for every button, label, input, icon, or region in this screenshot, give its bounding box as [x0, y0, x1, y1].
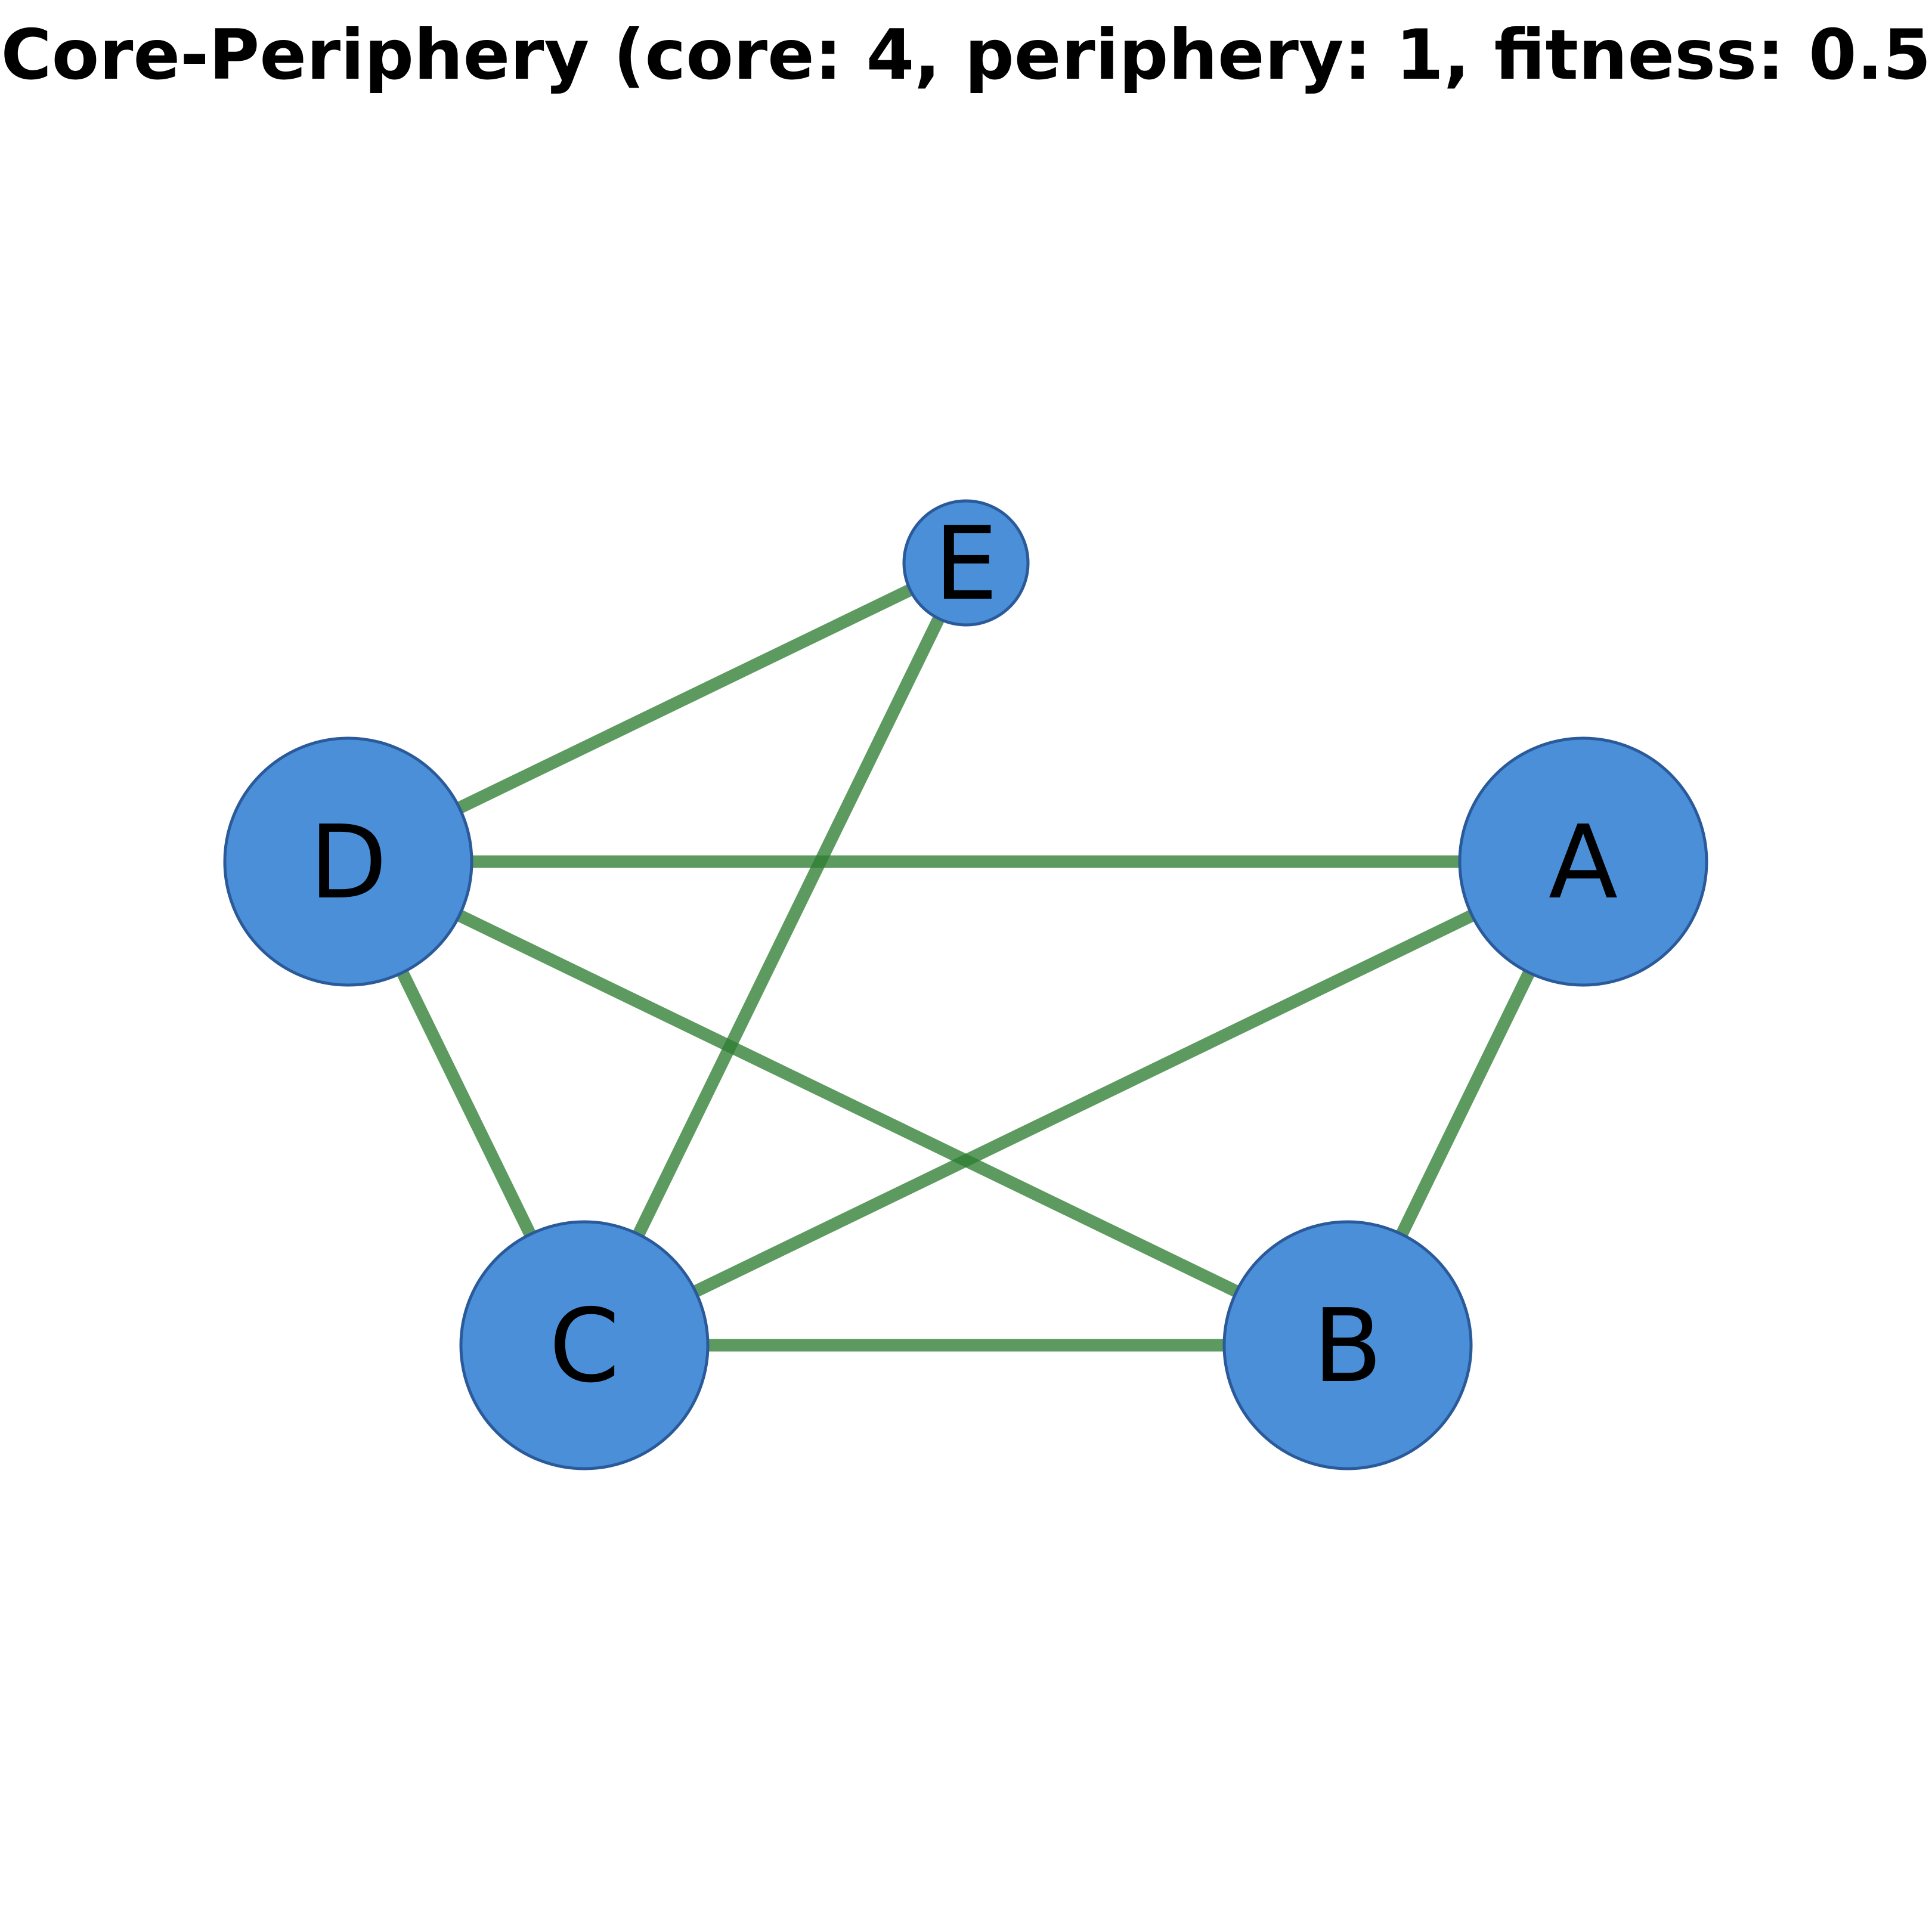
- node-layer: A B C D E: [223, 499, 1708, 1470]
- node-circle-b: [1222, 1220, 1473, 1470]
- node-circle-c: [459, 1220, 710, 1470]
- node-label-c: C: [549, 1287, 620, 1405]
- node-label-e: E: [934, 505, 998, 623]
- node-d: D: [223, 736, 473, 987]
- node-a: A: [1458, 736, 1708, 987]
- node-label-a: A: [1549, 804, 1618, 922]
- diagram-title: Core-Periphery (core: 4, periphery: 1, f…: [1, 15, 1931, 95]
- edge-layer: [342, 557, 1589, 1352]
- node-b: B: [1222, 1220, 1473, 1470]
- node-label-b: B: [1313, 1287, 1383, 1405]
- node-c: C: [459, 1220, 710, 1470]
- node-circle-e: [902, 499, 1030, 627]
- node-circle-d: [223, 736, 473, 987]
- edge-c-e: [578, 560, 972, 1348]
- edge-d-b: [345, 856, 1351, 1351]
- node-e: E: [902, 499, 1030, 627]
- edge-c-a: [581, 856, 1586, 1351]
- node-label-d: D: [309, 804, 388, 922]
- node-circle-a: [1458, 736, 1708, 987]
